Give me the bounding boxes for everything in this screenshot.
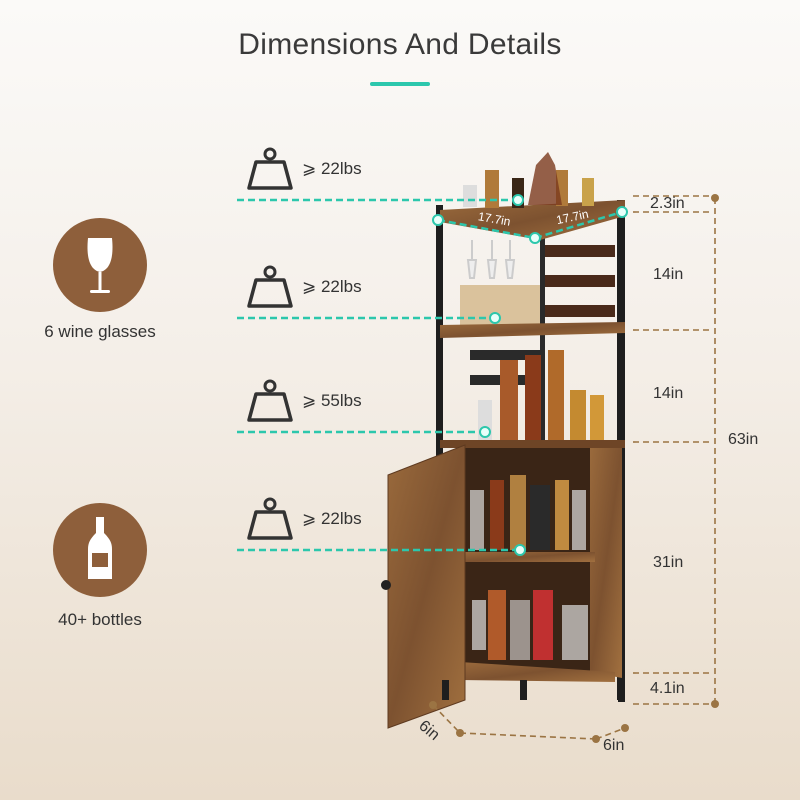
cabinet-side <box>590 448 622 678</box>
wine-glasses-label: 6 wine glasses <box>44 322 156 341</box>
cabinet-bottom <box>460 662 615 682</box>
total-height-label: 63in <box>728 431 759 448</box>
leg <box>442 680 449 700</box>
load-capacity-middle: ⩾ 55lbs <box>246 378 362 424</box>
load-capacity-label: ⩾ 22lbs <box>302 159 362 178</box>
dimension-lines <box>432 195 716 740</box>
top-bottles <box>463 152 594 208</box>
leg-height-label: 4.1in <box>650 680 685 697</box>
wine-glasses-badge <box>53 218 147 312</box>
frame-post-left <box>436 205 443 700</box>
middle-gap-label: 14in <box>653 385 684 402</box>
load-capacity-top: ⩾ 22lbs <box>246 146 362 192</box>
cabinet-door <box>387 444 466 729</box>
teal-markers <box>432 194 628 556</box>
load-capacity-label: ⩾ 55lbs <box>302 391 362 410</box>
top-thickness-label: 2.3in <box>650 195 685 212</box>
bottles-badge <box>53 503 147 597</box>
weight-icon <box>247 379 293 422</box>
base-side-b-label: 6in <box>603 737 625 754</box>
weight-icon <box>247 497 293 540</box>
middle-shelf <box>440 322 625 338</box>
middle-bottles <box>470 350 604 440</box>
page-title: Dimensions And Details <box>238 28 562 61</box>
cabinet-shelf <box>460 552 595 562</box>
load-capacity-label: ⩾ 22lbs <box>302 509 362 528</box>
leg <box>520 680 527 700</box>
wine-bottle-icon <box>88 517 112 579</box>
load-capacity-label: ⩾ 22lbs <box>302 277 362 296</box>
load-capacity-cabinet: ⩾ 22lbs <box>246 496 362 542</box>
wine-glass-icon <box>87 238 113 293</box>
wine-rack <box>545 245 615 317</box>
weight-icon <box>247 147 293 190</box>
load-capacity-upper: ⩾ 22lbs <box>246 264 362 310</box>
bottles-label: 40+ bottles <box>58 610 142 629</box>
upper-gap-label: 14in <box>653 266 684 283</box>
cabinet-bottles <box>470 475 588 660</box>
load-leader-lines <box>237 198 623 552</box>
weight-icon <box>247 265 293 308</box>
dimension-markers <box>429 194 719 743</box>
title-underline <box>370 82 430 86</box>
door-knob <box>381 580 391 590</box>
leg <box>618 680 625 702</box>
cabinet-height-label: 31in <box>653 554 684 571</box>
hanging-glasses <box>466 240 516 279</box>
